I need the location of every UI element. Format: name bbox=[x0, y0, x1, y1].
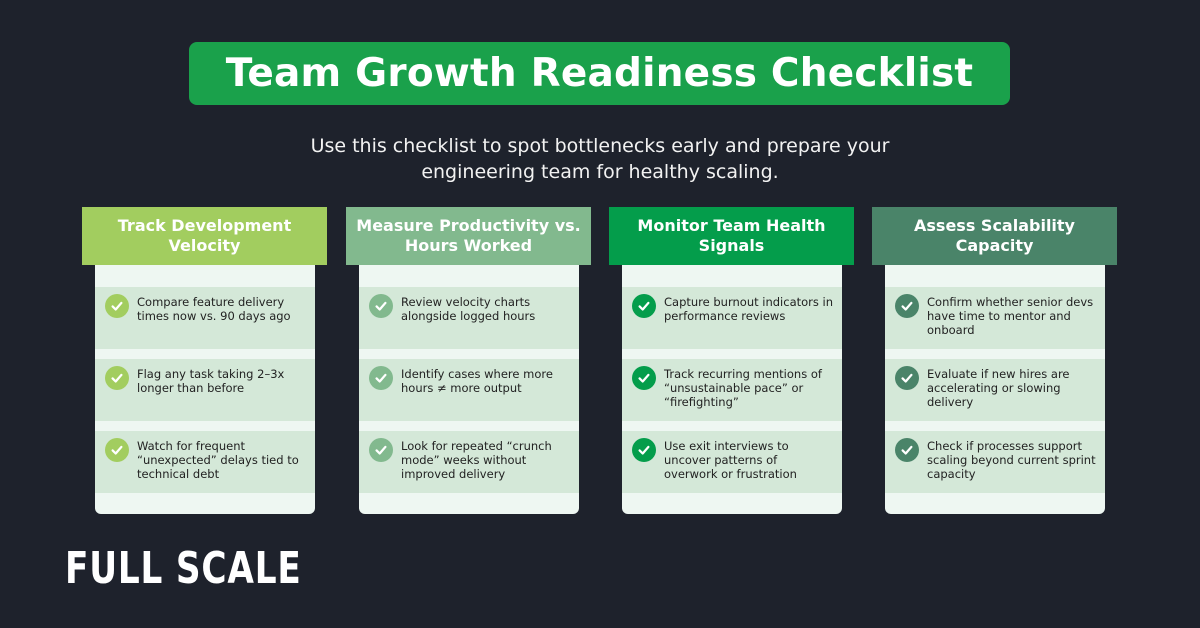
checklist-column-1: Track Development Velocity Compare featu… bbox=[82, 207, 327, 514]
checklist-item-text: Review velocity charts alongside logged … bbox=[401, 295, 536, 323]
check-circle-icon bbox=[895, 366, 919, 390]
checklist-item-text: Confirm whether senior devs have time to… bbox=[927, 295, 1094, 337]
page-title: Team Growth Readiness Checklist bbox=[225, 51, 974, 96]
column-title: Track Development Velocity bbox=[117, 216, 292, 255]
column-header: Assess Scalability Capacity bbox=[872, 207, 1117, 265]
checklist-item: Capture burnout indicators in performanc… bbox=[622, 287, 842, 349]
title-banner: Team Growth Readiness Checklist bbox=[189, 42, 1010, 105]
checklist-item: Evaluate if new hires are accelerating o… bbox=[885, 359, 1105, 421]
checklist-card: Confirm whether senior devs have time to… bbox=[885, 265, 1105, 514]
checklist-item-text: Capture burnout indicators in performanc… bbox=[664, 295, 834, 323]
check-circle-icon bbox=[632, 294, 656, 318]
checklist-card: Capture burnout indicators in performanc… bbox=[622, 265, 842, 514]
checklist-item-text: Look for repeated “crunch mode” weeks wi… bbox=[401, 439, 552, 481]
checklist-item: Review velocity charts alongside logged … bbox=[359, 287, 579, 349]
column-title: Monitor Team Health Signals bbox=[637, 216, 826, 255]
checklist-card: Compare feature delivery times now vs. 9… bbox=[95, 265, 315, 514]
subtitle: Use this checklist to spot bottlenecks e… bbox=[200, 133, 1000, 185]
column-title: Assess Scalability Capacity bbox=[914, 216, 1075, 255]
check-circle-icon bbox=[895, 294, 919, 318]
check-circle-icon bbox=[369, 294, 393, 318]
checklist-card: Review velocity charts alongside logged … bbox=[359, 265, 579, 514]
checklist-column-2: Measure Productivity vs. Hours Worked Re… bbox=[346, 207, 591, 514]
check-circle-icon bbox=[369, 438, 393, 462]
checklist-item: Check if processes support scaling beyon… bbox=[885, 431, 1105, 493]
check-circle-icon bbox=[369, 366, 393, 390]
checklist-item-text: Check if processes support scaling beyon… bbox=[927, 439, 1096, 481]
checklist-item-text: Identify cases where more hours ≠ more o… bbox=[401, 367, 553, 395]
checklist-item-text: Flag any task taking 2–3x longer than be… bbox=[137, 367, 285, 395]
checklist-item-text: Track recurring mentions of “unsustainab… bbox=[664, 367, 822, 409]
checklist-item: Use exit interviews to uncover patterns … bbox=[622, 431, 842, 493]
column-header: Track Development Velocity bbox=[82, 207, 327, 265]
checklist-column-3: Monitor Team Health Signals Capture burn… bbox=[609, 207, 854, 514]
checklist-item: Look for repeated “crunch mode” weeks wi… bbox=[359, 431, 579, 493]
checklist-item-text: Watch for frequent “unexpected” delays t… bbox=[137, 439, 299, 481]
checklist-item: Flag any task taking 2–3x longer than be… bbox=[95, 359, 315, 421]
checklist-item: Track recurring mentions of “unsustainab… bbox=[622, 359, 842, 421]
subtitle-line-2: engineering team for healthy scaling. bbox=[421, 161, 779, 183]
column-header: Monitor Team Health Signals bbox=[609, 207, 854, 265]
checklist-item-text: Compare feature delivery times now vs. 9… bbox=[137, 295, 291, 323]
checklist-item: Watch for frequent “unexpected” delays t… bbox=[95, 431, 315, 493]
subtitle-line-1: Use this checklist to spot bottlenecks e… bbox=[310, 135, 890, 157]
checklist-item: Identify cases where more hours ≠ more o… bbox=[359, 359, 579, 421]
check-circle-icon bbox=[105, 294, 129, 318]
check-circle-icon bbox=[895, 438, 919, 462]
full-scale-logo: FULL SCALE bbox=[65, 543, 302, 594]
check-circle-icon bbox=[632, 438, 656, 462]
checklist-item: Confirm whether senior devs have time to… bbox=[885, 287, 1105, 349]
checklist-column-4: Assess Scalability Capacity Confirm whet… bbox=[872, 207, 1117, 514]
check-circle-icon bbox=[105, 366, 129, 390]
checklist-item-text: Evaluate if new hires are accelerating o… bbox=[927, 367, 1070, 409]
checklist-item-text: Use exit interviews to uncover patterns … bbox=[664, 439, 797, 481]
check-circle-icon bbox=[105, 438, 129, 462]
checklist-item: Compare feature delivery times now vs. 9… bbox=[95, 287, 315, 349]
column-header: Measure Productivity vs. Hours Worked bbox=[346, 207, 591, 265]
check-circle-icon bbox=[632, 366, 656, 390]
column-title: Measure Productivity vs. Hours Worked bbox=[356, 216, 581, 255]
